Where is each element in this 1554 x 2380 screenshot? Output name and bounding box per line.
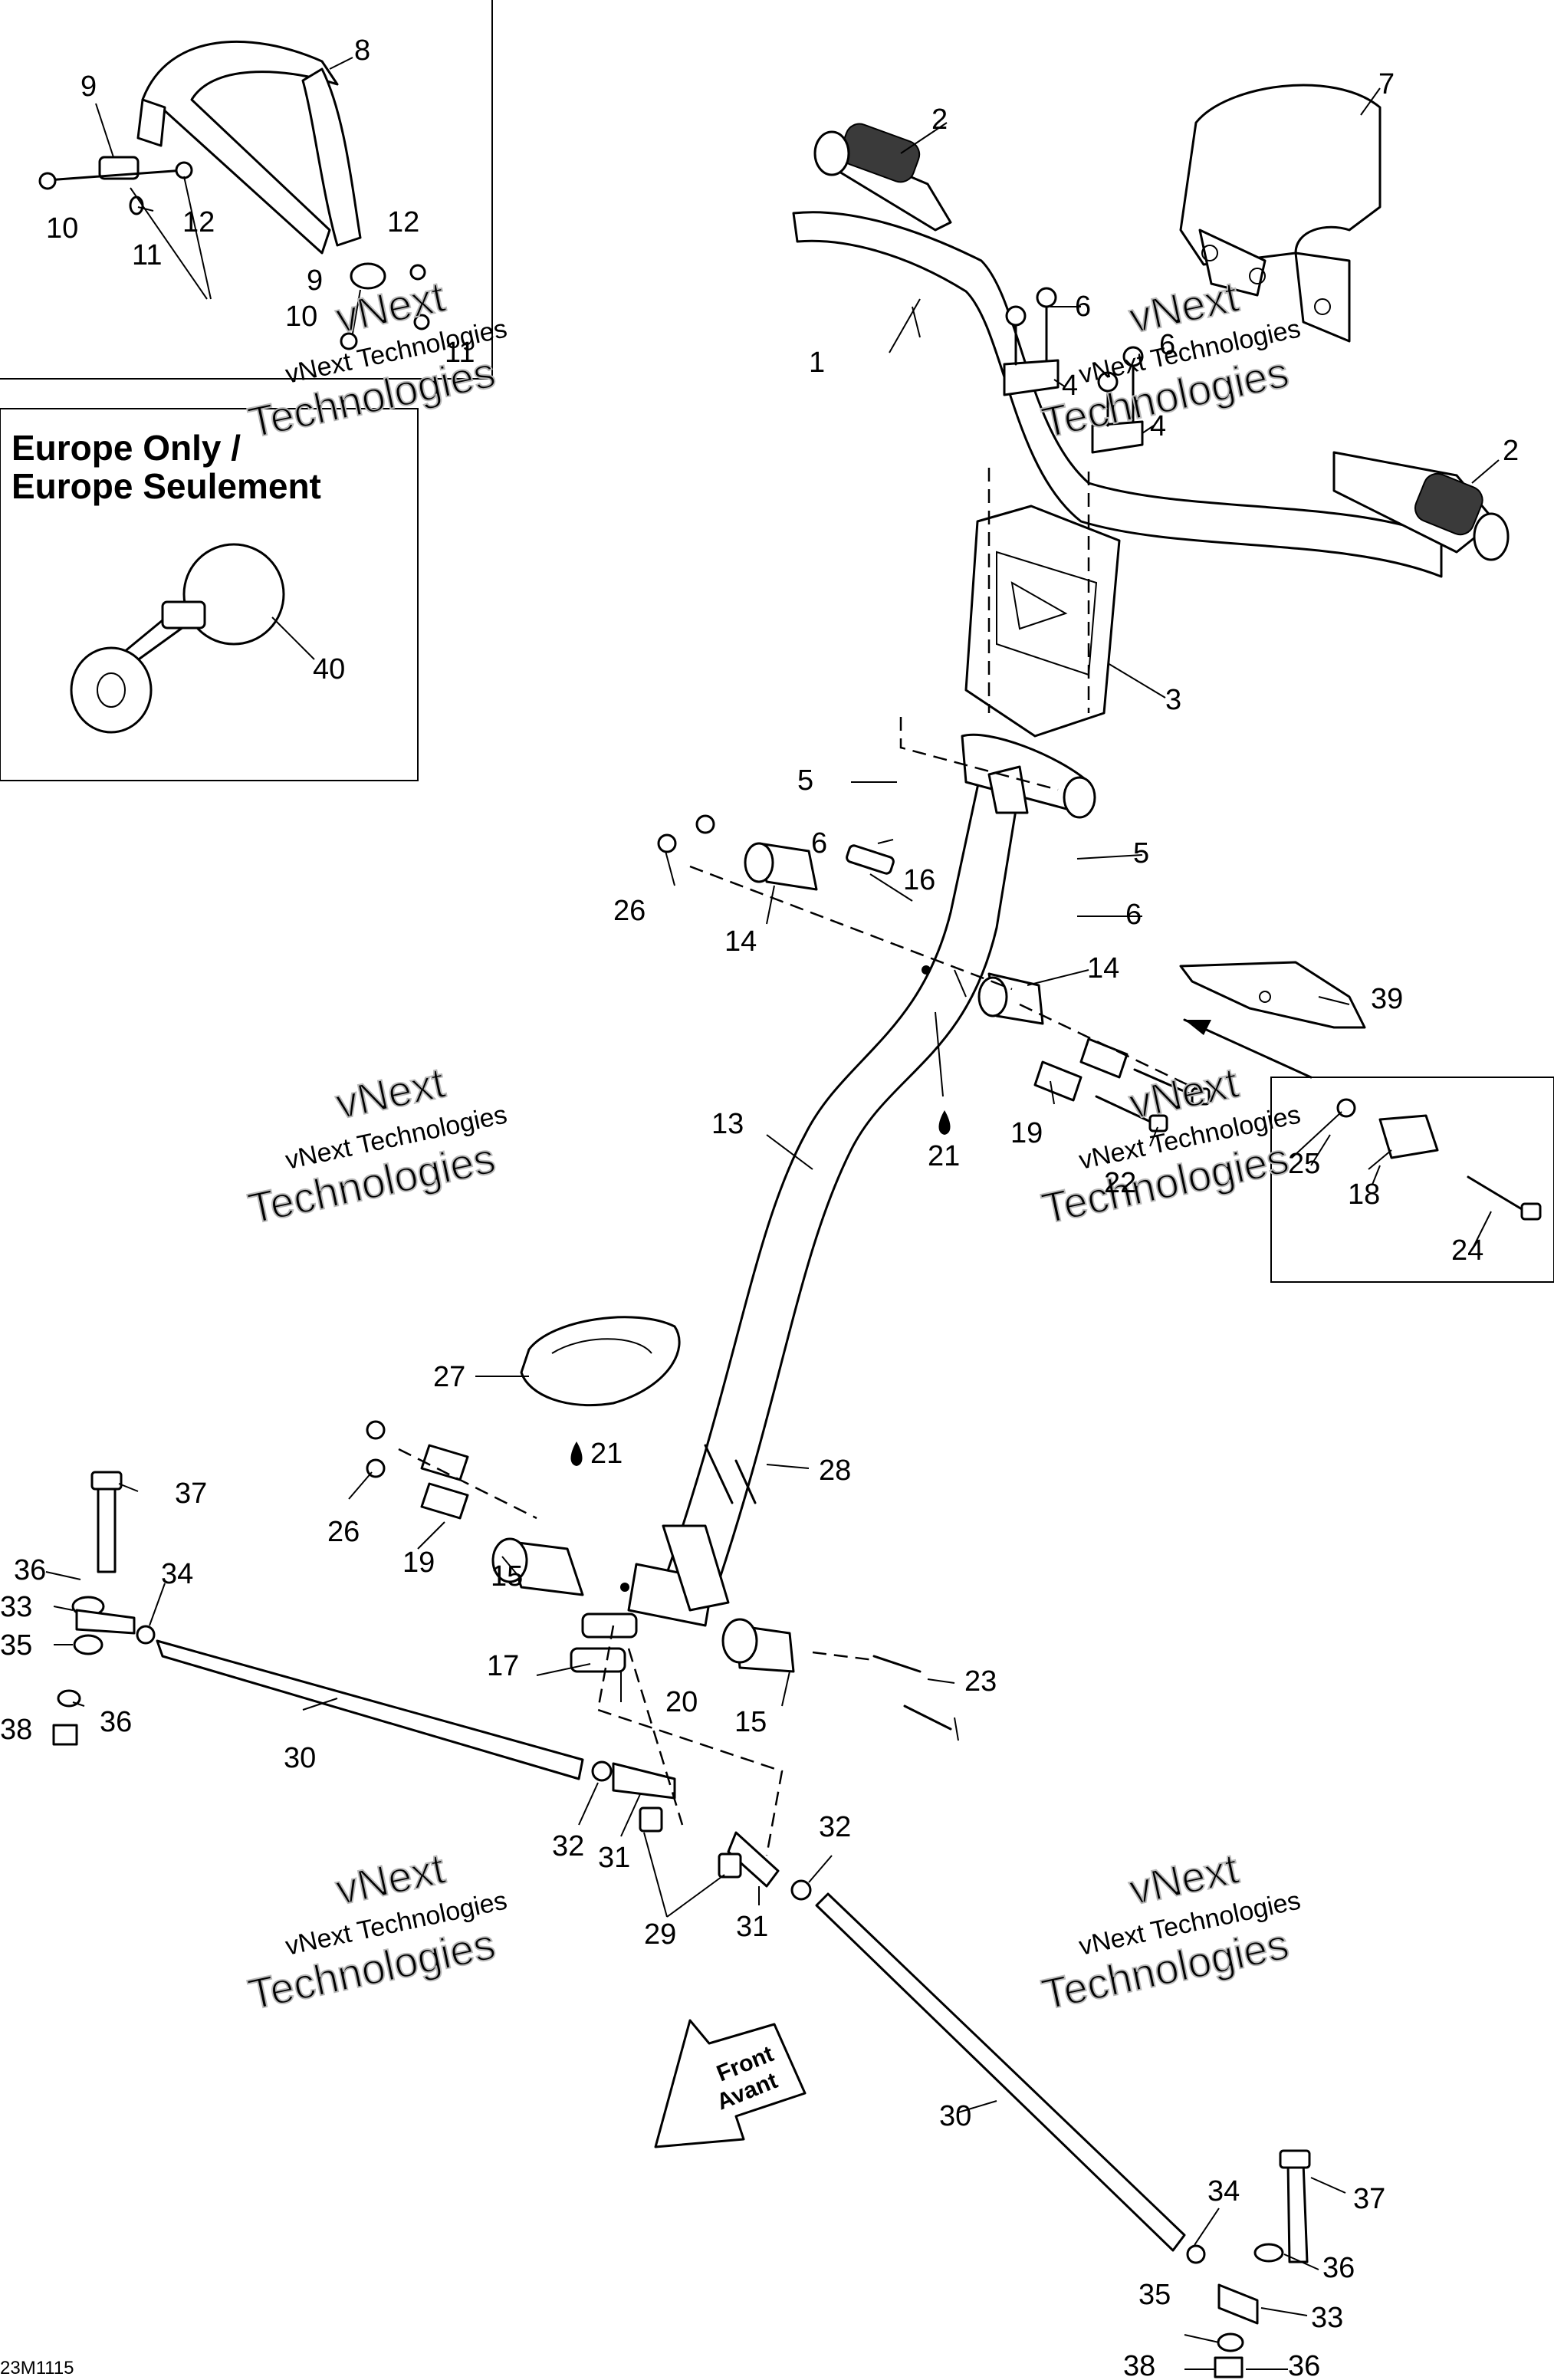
upper-spacers — [1033, 1037, 1211, 1132]
callout-38: 38 — [0, 1714, 32, 1746]
callout-2-b: 2 — [1503, 435, 1519, 467]
callout-4-b: 4 — [1150, 410, 1166, 442]
callout-10: 10 — [46, 212, 78, 245]
callout-30: 30 — [284, 1742, 316, 1774]
callout-22: 22 — [1104, 1167, 1136, 1199]
tie-rods — [156, 1639, 1186, 2252]
front-direction-arrow: Front Avant — [654, 2019, 807, 2148]
callout-14-b: 14 — [1087, 952, 1119, 985]
riser-clamps — [1003, 287, 1144, 454]
callout-37: 37 — [175, 1478, 207, 1510]
callout-40: 40 — [313, 653, 345, 685]
callout-26-b: 26 — [327, 1516, 360, 1548]
callout-5-b: 5 — [1133, 837, 1149, 869]
callout-33-b: 33 — [1311, 2302, 1343, 2334]
callout-21: 21 — [928, 1140, 960, 1172]
callout-23: 23 — [964, 1665, 997, 1698]
europe-title-line2: Europe Seulement — [11, 466, 321, 506]
inset-box-hand-guard — [0, 0, 493, 380]
inset-box-europe — [0, 408, 419, 781]
callout-33: 33 — [0, 1591, 32, 1623]
inset-box-bolt-kit — [1270, 1077, 1554, 1283]
callout-29: 29 — [644, 1918, 676, 1951]
leader-lines — [45, 57, 1500, 2370]
callout-6-b: 6 — [1159, 329, 1175, 361]
callout-36-c: 36 — [1322, 2252, 1355, 2284]
callout-34: 34 — [161, 1558, 193, 1590]
callout-16: 16 — [903, 864, 935, 896]
callout-6-d: 6 — [1125, 899, 1142, 931]
drawing-code: 23M1115 — [0, 2358, 74, 2378]
callout-6: 6 — [1075, 291, 1091, 323]
callout-28: 28 — [819, 1455, 851, 1487]
grip-left — [813, 123, 952, 232]
callout-7: 7 — [1378, 68, 1395, 100]
callout-9: 9 — [80, 71, 97, 103]
callout-10-b: 10 — [285, 301, 317, 333]
callout-27: 27 — [433, 1361, 465, 1393]
callout-15-b: 15 — [734, 1706, 767, 1738]
support-plate — [1179, 961, 1366, 1079]
callout-36-b: 36 — [100, 1706, 132, 1738]
callout-37-b: 37 — [1353, 2183, 1385, 2215]
callout-20: 20 — [665, 1686, 698, 1718]
callout-2: 2 — [931, 104, 948, 136]
callout-25: 25 — [1288, 1148, 1320, 1180]
steering-column — [627, 733, 1096, 1627]
tie-rod-end-left — [52, 1471, 156, 1746]
callout-12-b: 12 — [387, 206, 419, 238]
tie-rod-end-right — [1186, 2149, 1311, 2378]
europe-title-line1: Europe Only / — [11, 428, 241, 468]
callout-35-b: 35 — [1138, 2279, 1171, 2311]
callout-39: 39 — [1371, 983, 1403, 1015]
callout-31-b: 31 — [736, 1911, 768, 1943]
handlebar-pad — [1179, 84, 1382, 343]
grip-right — [1332, 451, 1510, 561]
callout-32: 32 — [819, 1811, 851, 1843]
callout-18: 18 — [1348, 1178, 1380, 1211]
callout-30-b: 30 — [939, 2100, 971, 2132]
handlebar — [792, 211, 1443, 578]
callout-9-b: 9 — [307, 265, 323, 297]
callout-26: 26 — [613, 895, 646, 927]
callout-19: 19 — [1010, 1117, 1043, 1149]
upper-bushings — [657, 814, 1044, 1025]
lubricant-drop-icons — [570, 965, 951, 1592]
callout-34-b: 34 — [1207, 2175, 1240, 2207]
callout-11-b: 11 — [445, 337, 475, 369]
callout-15: 15 — [491, 1560, 523, 1593]
callout-numbers: 8 9 10 11 12 12 9 10 11 40 2 7 6 6 1 4 4… — [0, 35, 1519, 2380]
callout-12: 12 — [182, 206, 215, 238]
callout-35: 35 — [0, 1629, 32, 1662]
callout-36: 36 — [14, 1554, 46, 1586]
assembly-lines — [398, 468, 1197, 1856]
callout-38-b: 38 — [1123, 2350, 1155, 2380]
callout-24: 24 — [1451, 1234, 1483, 1267]
watermark-group: vNext vNext Technologies Technologies vN… — [243, 271, 1303, 2020]
callout-13: 13 — [711, 1108, 744, 1140]
callout-1: 1 — [809, 347, 825, 379]
callout-8: 8 — [354, 35, 370, 67]
callout-3: 3 — [1165, 684, 1181, 716]
callout-17: 17 — [487, 1650, 519, 1682]
lower-bushings — [366, 1420, 952, 1731]
callout-4: 4 — [1062, 370, 1078, 402]
callout-14: 14 — [724, 925, 757, 958]
callout-36-d: 36 — [1288, 2350, 1320, 2380]
callout-31: 31 — [598, 1842, 630, 1874]
callout-21-b: 21 — [590, 1438, 623, 1470]
callout-19-b: 19 — [402, 1547, 435, 1579]
callout-32-b: 32 — [552, 1830, 584, 1862]
steering-support-plate — [520, 1316, 681, 1407]
callout-11: 11 — [132, 239, 162, 271]
handlebar-clamp — [964, 505, 1121, 738]
callout-6-c: 6 — [811, 827, 827, 860]
callout-5: 5 — [797, 764, 813, 797]
